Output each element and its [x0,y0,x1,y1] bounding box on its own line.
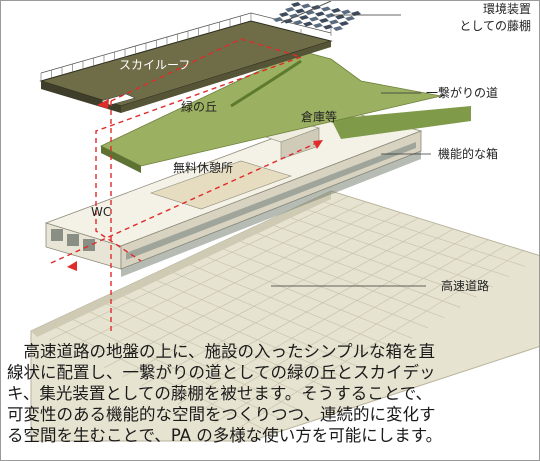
circulation-lines [50,38,322,331]
description-line: 可変性のある機能的な空間をつくりつつ、連続的に変化す [7,405,436,424]
green-hill-label: 緑の丘 [181,100,218,114]
wc-label: WC [91,205,112,219]
leader-lines [271,14,431,287]
circulation-arrows [67,99,323,271]
expressway-layer [30,190,539,442]
functional-box-layer [44,106,471,277]
description-paragraph: 高速道路の地盤の上に、施設の入ったシンプルな箱を直 線状に配置し、一繋がりの道と… [7,341,535,446]
arrow-left-roof [97,99,109,109]
arrow-right-box [313,140,323,149]
description-line: キ、集光装置としての藤棚を被せます。そうすることで、 [7,384,433,403]
expressway-label: 高速道路 [441,279,490,293]
description-line: 高速道路の地盤の上に、施設の入ったシンプルな箱を直 [7,342,436,361]
warehouse-label: 倉庫等 [301,110,338,124]
arrow-left-box [67,261,77,271]
solar-canopy-label-line2: としての藤棚 [459,19,531,33]
solar-canopy [273,1,361,46]
description-line: る空間を生むことで、PA の多様な使い方を可能にします。 [7,426,443,445]
rest-area-label: 無料休憩所 [173,161,234,175]
solar-canopy-label-line1: 環境装置 [482,2,531,16]
sky-roof-layer [39,12,333,113]
functional-box-label: 機能的な箱 [438,147,499,161]
connecting-path-label: 一繋がりの道 [426,86,499,100]
wc-window [51,229,63,241]
sky-roof-label: スカイルーフ [119,58,191,72]
solar-canopy-label: 環境装置 としての藤棚 [431,3,531,32]
description-line: 線状に配置し、一繋がりの道としての緑の丘とスカイデッ [7,363,436,382]
